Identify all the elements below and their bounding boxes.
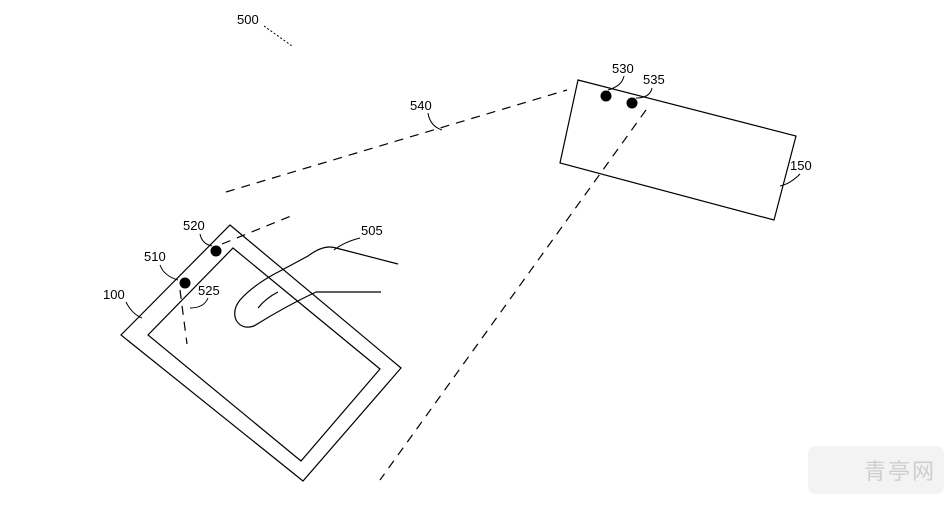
label-520: 520 xyxy=(183,218,205,233)
leader-530 xyxy=(607,75,625,91)
hand-finger-outline xyxy=(234,246,399,328)
display-dot-535 xyxy=(626,97,638,109)
leader-525 xyxy=(189,297,209,309)
device-marker-520 xyxy=(210,245,222,257)
device-screen-frame xyxy=(147,247,381,462)
label-500: 500 xyxy=(237,12,259,27)
watermark-text: 青亭网 xyxy=(863,460,936,485)
device-camera-510 xyxy=(179,277,191,289)
label-505: 505 xyxy=(361,223,383,238)
display-dot-530 xyxy=(600,90,612,102)
device-outer-frame xyxy=(120,224,402,482)
leader-510 xyxy=(159,264,179,281)
leader-540 xyxy=(427,112,443,131)
label-510: 510 xyxy=(144,249,166,264)
label-535: 535 xyxy=(643,72,665,87)
label-525: 525 xyxy=(198,283,220,298)
label-540: 540 xyxy=(410,98,432,113)
leader-535 xyxy=(635,87,653,99)
finger-nail-line xyxy=(257,291,279,309)
display-frame xyxy=(559,79,797,221)
label-150: 150 xyxy=(790,158,812,173)
leader-505 xyxy=(333,237,361,251)
leader-520 xyxy=(199,233,213,247)
label-530: 530 xyxy=(612,61,634,76)
view-cone-upper-edge xyxy=(225,89,568,193)
leader-100 xyxy=(125,301,143,319)
watermark: 青亭网 xyxy=(808,446,944,494)
view-cone-lower-edge xyxy=(379,109,647,481)
label-100: 100 xyxy=(103,287,125,302)
device-sight-dash xyxy=(221,213,297,245)
leader-500 xyxy=(263,25,293,47)
leader-150 xyxy=(779,173,801,187)
